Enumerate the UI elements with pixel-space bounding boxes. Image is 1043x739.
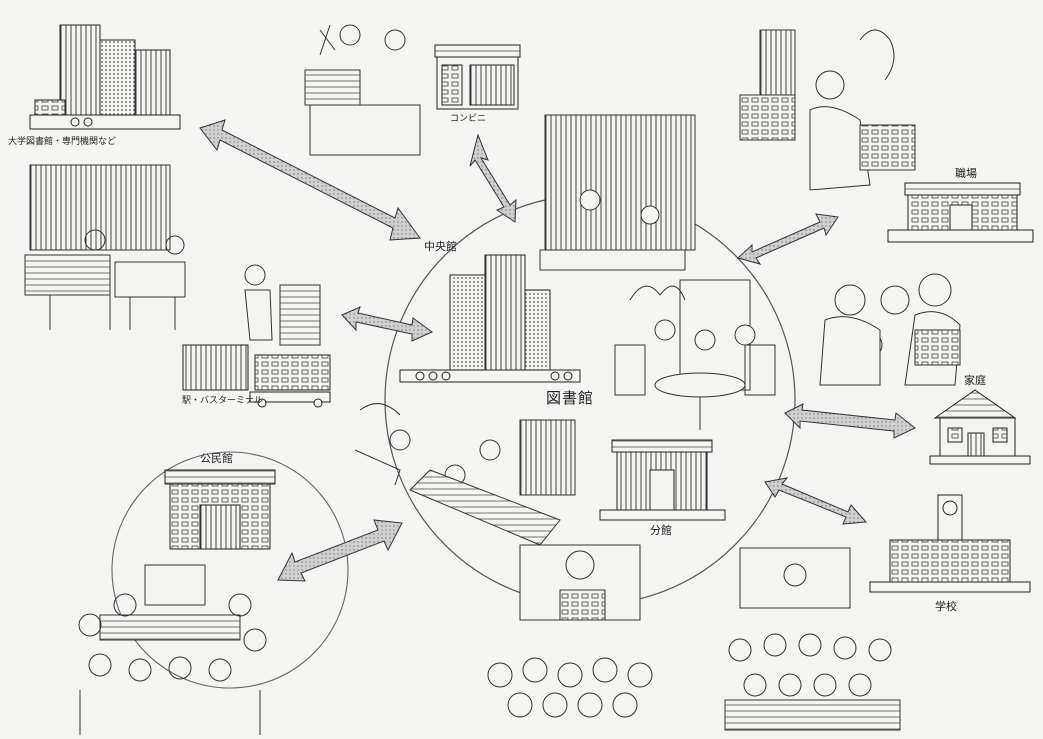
- arrow-community-children: [277, 519, 403, 582]
- station-label: 駅・バスターミナル: [182, 396, 264, 406]
- community-center-label: 公民館: [200, 452, 233, 465]
- convenience-store-label: コンビニ: [450, 114, 487, 124]
- convenience-store-building-icon: [434, 44, 521, 110]
- arrow-workplace-lounge: [737, 213, 839, 265]
- workplace-building-icon: [887, 182, 1034, 243]
- school-building-icon: [869, 494, 1031, 593]
- arrow-convenience-stacks: [469, 133, 517, 223]
- school-label: 学校: [935, 600, 957, 613]
- office-worker-scene: [739, 29, 916, 191]
- home-building-icon: [929, 389, 1031, 465]
- convenience-copy-scene: [304, 24, 421, 156]
- library-lounge-scene: [614, 279, 776, 430]
- storytelling-scene: [487, 544, 653, 718]
- university-library-label: 大学図書館・専門機関など: [8, 137, 117, 147]
- arrow-home-lounge: [784, 403, 916, 439]
- arrow-station-central: [341, 306, 433, 342]
- school-classroom-scene: [724, 547, 901, 731]
- home-label: 家庭: [964, 374, 986, 387]
- arrow-university-central: [199, 119, 421, 241]
- central-library-label: 中央館: [424, 240, 457, 253]
- children-corner-scene: [354, 403, 576, 546]
- branch-label: 分館: [650, 524, 672, 537]
- arrow-school-branch: [764, 477, 868, 525]
- community-center-circle: [111, 451, 349, 689]
- university-reading-room-scene: [24, 164, 186, 330]
- central-library-building-icon: [399, 254, 581, 383]
- station-building-icon: [182, 344, 331, 408]
- family-reading-scene: [819, 273, 961, 386]
- community-class-scene: [78, 564, 267, 735]
- branch-library-building-icon: [599, 439, 726, 521]
- community-center-building-icon: [164, 469, 276, 550]
- library-label: 図書館: [546, 389, 595, 407]
- university-library-building-icon: [29, 24, 181, 130]
- library-stacks-scene: [539, 114, 696, 271]
- workplace-label: 職場: [955, 167, 977, 180]
- station-passenger-scene: [244, 264, 321, 346]
